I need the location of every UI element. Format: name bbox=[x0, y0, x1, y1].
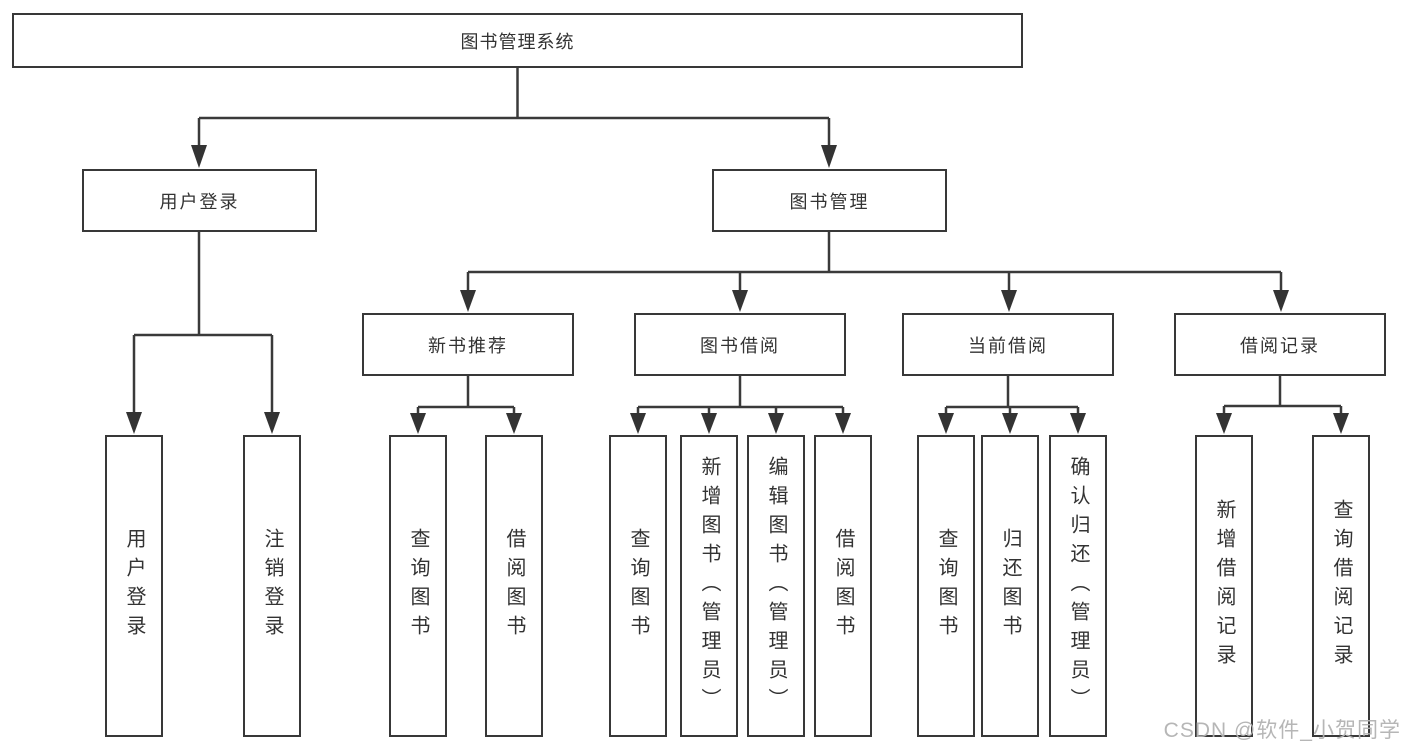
leaf-logout: 注销登录 bbox=[243, 435, 301, 737]
arrowhead-bb-query bbox=[630, 413, 646, 434]
arrowheads bbox=[126, 145, 1349, 434]
leaf-br-add-record: 新增借阅记录 bbox=[1195, 435, 1253, 737]
arrowhead-book-mgmt bbox=[821, 145, 837, 168]
leaf-bb-add-book-admin: 新增图书（管理员） bbox=[680, 435, 738, 737]
leaf-user-login: 用户登录 bbox=[105, 435, 163, 737]
arrowhead-borrow-rec bbox=[1273, 290, 1289, 312]
arrowhead-cur-borrow bbox=[1001, 290, 1017, 312]
node-book-borrow: 图书借阅 bbox=[634, 313, 846, 376]
leaf-nbr-query-book: 查询图书 bbox=[389, 435, 447, 737]
arrowhead-bb-borrow bbox=[835, 413, 851, 434]
leaf-cb-query-book: 查询图书 bbox=[917, 435, 975, 737]
arrowhead-cb-query bbox=[938, 413, 954, 434]
arrowhead-cb-return bbox=[1002, 413, 1018, 434]
arrowhead-br-query bbox=[1333, 413, 1349, 434]
node-book-management: 图书管理 bbox=[712, 169, 947, 232]
arrowhead-bb-add bbox=[701, 413, 717, 434]
csdn-watermark: CSDN @软件_小贺同学 bbox=[1163, 719, 1401, 742]
node-borrow-record: 借阅记录 bbox=[1174, 313, 1386, 376]
node-root-system: 图书管理系统 bbox=[12, 13, 1023, 68]
arrowhead-bb-edit bbox=[768, 413, 784, 434]
arrowhead-leaf-logout bbox=[264, 412, 280, 434]
leaf-cb-return-book: 归还图书 bbox=[981, 435, 1039, 737]
arrowhead-cb-confirm bbox=[1070, 413, 1086, 434]
node-current-borrow: 当前借阅 bbox=[902, 313, 1114, 376]
leaf-nbr-borrow-book: 借阅图书 bbox=[485, 435, 543, 737]
leaf-br-query-record: 查询借阅记录 bbox=[1312, 435, 1370, 737]
arrowhead-leaf-user-login bbox=[126, 412, 142, 434]
arrowhead-book-borrow bbox=[732, 290, 748, 312]
leaf-cb-confirm-return-admin: 确认归还（管理员） bbox=[1049, 435, 1107, 737]
arrowhead-nbr-query bbox=[410, 413, 426, 434]
node-user-login: 用户登录 bbox=[82, 169, 317, 232]
leaf-bb-borrow-book: 借阅图书 bbox=[814, 435, 872, 737]
arrowhead-user-login bbox=[191, 145, 207, 168]
arrowhead-br-add bbox=[1216, 413, 1232, 434]
leaf-bb-query-book: 查询图书 bbox=[609, 435, 667, 737]
arrowhead-new-book bbox=[460, 290, 476, 312]
node-new-book-recommend: 新书推荐 bbox=[362, 313, 574, 376]
leaf-bb-edit-book-admin: 编辑图书（管理员） bbox=[747, 435, 805, 737]
arrowhead-nbr-borrow bbox=[506, 413, 522, 434]
